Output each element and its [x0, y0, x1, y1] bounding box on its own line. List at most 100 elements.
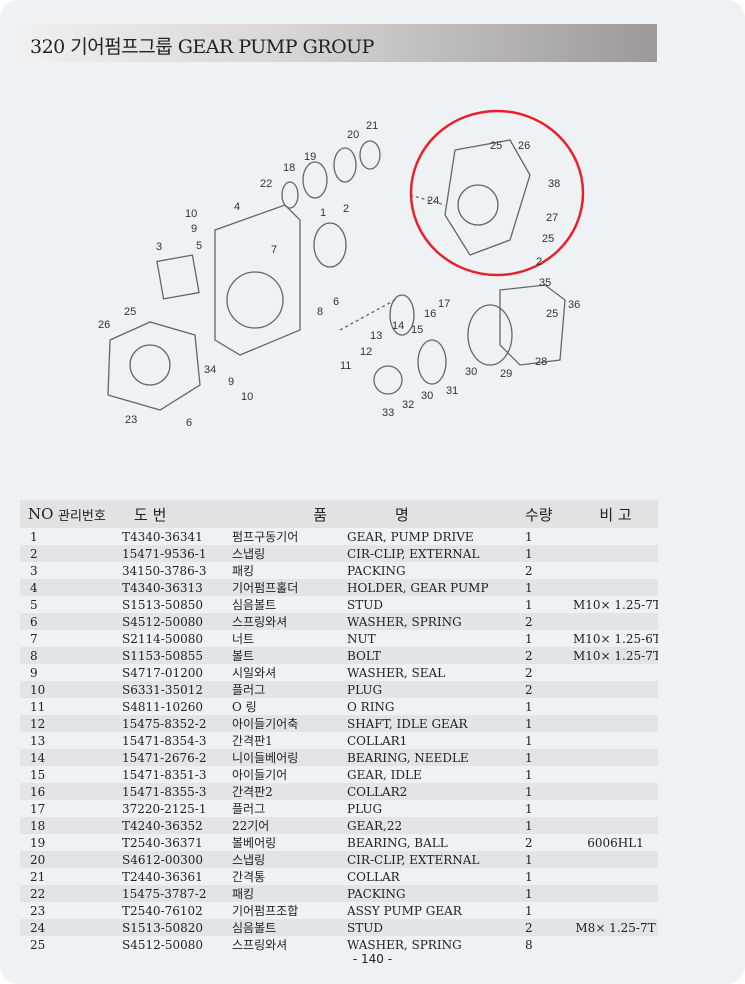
col-no: NO — [20, 500, 58, 528]
cell-korean-name: 플러그 — [232, 681, 347, 698]
cell-korean-name: 너트 — [232, 632, 255, 646]
cell-korean-name: 기어펌프조합 — [232, 904, 299, 918]
callout-label: 8 — [317, 306, 323, 318]
cell-no: 4 — [20, 579, 58, 596]
cell-korean-name: 아이들기어 — [232, 768, 288, 782]
cell-quantity: 1 — [525, 817, 573, 834]
cell-no: 12 — [20, 715, 58, 732]
cell-part-number: T2440-36361 — [122, 869, 203, 884]
cell-part-number: 15471-9536-1 — [120, 545, 232, 562]
callout-label: 21 — [366, 120, 378, 132]
cell-mgmt — [58, 834, 120, 851]
cell-quantity: 1 — [525, 749, 573, 766]
cell-mgmt — [58, 545, 120, 562]
cell-english-name: WASHER, SEAL — [347, 665, 446, 680]
cell-no: 21 — [30, 869, 46, 884]
cell-korean-name: 간격통 — [232, 870, 266, 884]
callout-label: 4 — [234, 201, 240, 213]
pump-shaft — [457, 184, 499, 226]
callout-label: 15 — [411, 324, 423, 336]
cell-korean-name: 아이들기어축 — [232, 715, 347, 732]
cell-korean-name: O 링 — [232, 700, 257, 714]
cell-english-name: CIR-CLIP, EXTERNAL — [347, 851, 525, 868]
cell-part-number: T4240-36352 — [120, 817, 232, 834]
callout-label: 13 — [370, 330, 382, 342]
cell-quantity: 1 — [525, 801, 533, 816]
cell-mgmt — [58, 613, 120, 630]
cell-remarks — [573, 545, 658, 562]
cell-english-name: PACKING — [347, 563, 406, 578]
callout-label: 26 — [98, 319, 110, 331]
cell-mgmt — [58, 919, 120, 936]
table-header: NO 관리번호 도 번 품 명 수량 비 고 — [20, 500, 658, 528]
cell-remarks — [573, 817, 658, 834]
cell-mgmt — [58, 647, 120, 664]
cell-quantity: 1 — [525, 903, 533, 918]
callout-label: 16 — [424, 308, 436, 320]
cell-mgmt — [58, 579, 120, 596]
cell-mgmt — [58, 868, 120, 885]
cell-english-name: GEAR, IDLE — [347, 767, 422, 782]
cell-mgmt — [58, 936, 120, 953]
cell-mgmt — [58, 698, 120, 715]
col-name-1: 품 — [232, 500, 347, 528]
cell-mgmt — [58, 664, 120, 681]
cell-remarks — [573, 800, 658, 817]
cell-part-number: 15475-3787-2 — [120, 885, 232, 902]
drive-gear — [313, 222, 347, 268]
cell-quantity: 2 — [525, 835, 533, 850]
cell-quantity: 2 — [525, 563, 533, 578]
cell-mgmt — [58, 885, 120, 902]
cell-mgmt — [58, 528, 120, 545]
collar — [359, 140, 381, 170]
callout-label: 32 — [402, 399, 414, 411]
callout-label: 9 — [191, 223, 197, 235]
callout-label: 34 — [204, 364, 216, 376]
cell-remarks: M10× 1.25-7T — [573, 647, 658, 664]
cell-no: 24 — [20, 919, 58, 936]
cell-quantity: 8 — [525, 937, 533, 952]
cell-remarks — [573, 562, 658, 579]
cell-no: 8 — [20, 647, 58, 664]
cell-remarks — [573, 851, 658, 868]
callout-label: 2 — [536, 256, 542, 268]
cell-remarks — [573, 749, 658, 766]
cell-quantity: 2 — [525, 613, 573, 630]
cell-english-name: WASHER, SPRING — [347, 613, 525, 630]
gearbox-housing — [214, 204, 301, 356]
callout-label: 10 — [241, 391, 253, 403]
cell-korean-name: 스냅링 — [232, 545, 347, 562]
cell-korean-name: 심음볼트 — [232, 598, 277, 612]
callout-label: 10 — [185, 208, 197, 220]
callout-label: 17 — [438, 298, 450, 310]
cell-mgmt — [58, 766, 120, 783]
cell-remarks — [573, 766, 658, 783]
callout-label: 36 — [568, 299, 580, 311]
cell-mgmt — [58, 732, 120, 749]
pump-body — [107, 321, 201, 411]
idle-gear — [389, 294, 415, 336]
cell-part-number: 15471-8351-3 — [122, 767, 207, 782]
cell-remarks — [573, 664, 658, 681]
cell-mgmt — [58, 783, 120, 800]
cell-no: 2 — [20, 545, 58, 562]
cell-english-name: O RING — [347, 699, 395, 714]
callout-label: 19 — [304, 151, 316, 163]
cell-remarks — [573, 936, 658, 953]
cell-english-name: BOLT — [347, 647, 525, 664]
callout-label: 33 — [382, 407, 394, 419]
cell-mgmt — [58, 681, 120, 698]
section-header: 320 기어펌프그룹 GEAR PUMP GROUP — [20, 24, 657, 62]
